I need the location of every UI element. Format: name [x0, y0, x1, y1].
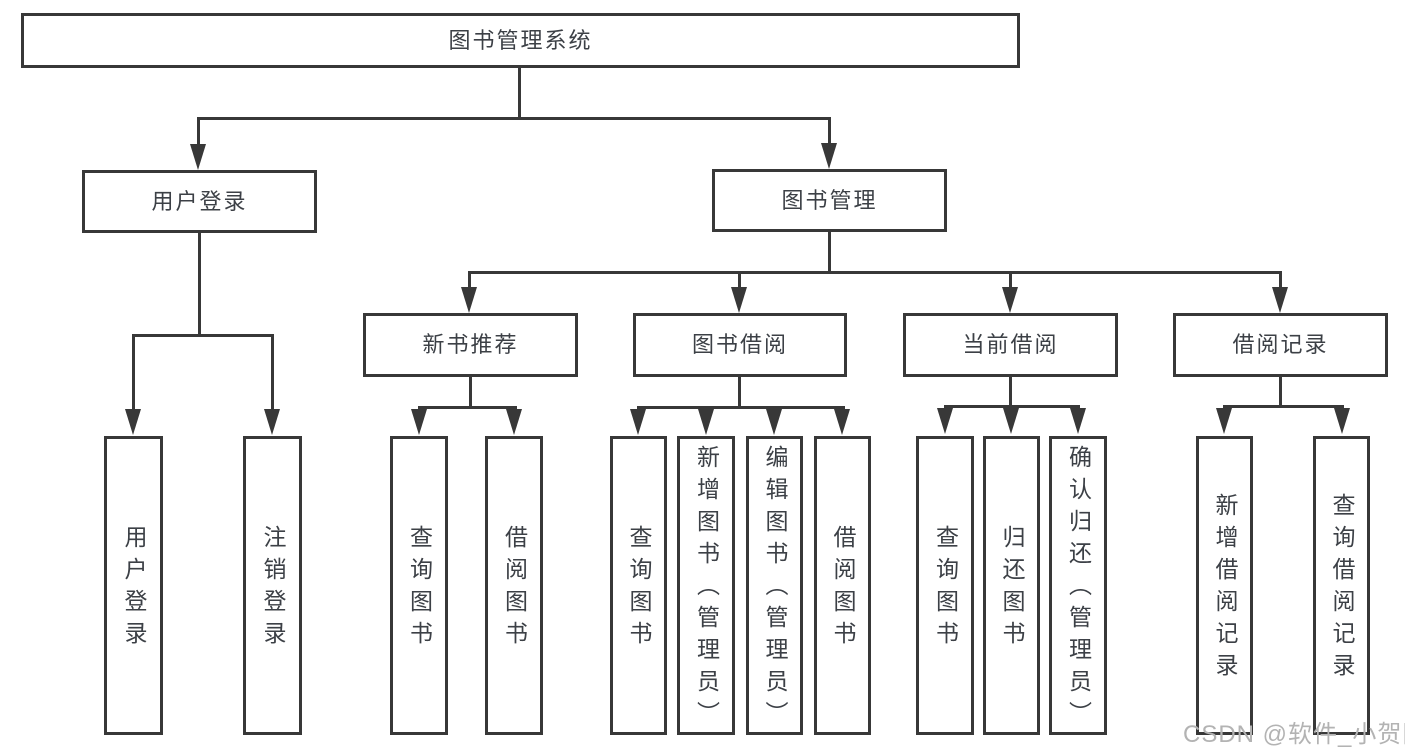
- leaf-rec-add-record-label: 新增借阅记录: [1212, 492, 1238, 685]
- leaf-bb-edit-books-admin-label: 编辑图书（管理员）: [762, 445, 788, 733]
- node-new-book-recommend: 新书推荐: [363, 313, 578, 377]
- leaf-newbook-query-books-label: 查询图书: [406, 524, 433, 653]
- connector-userlogin-bar: [132, 334, 274, 337]
- leaf-cb-return-books-label: 归还图书: [999, 524, 1025, 653]
- node-new-book-recommend-label: 新书推荐: [422, 332, 519, 357]
- arrow-down-newbook-query: [411, 409, 427, 435]
- leaf-newbook-borrow-books-label: 借阅图书: [501, 524, 528, 653]
- arrow-down-current-borrow: [1002, 287, 1018, 313]
- arrow-down-cb-query: [937, 408, 953, 434]
- leaf-bb-borrow-books-label: 借阅图书: [830, 524, 856, 653]
- leaf-rec-query-record-label: 查询借阅记录: [1329, 492, 1355, 685]
- leaf-newbook-borrow-books: 借阅图书: [485, 436, 543, 735]
- arrow-down-leaf-login: [125, 409, 141, 435]
- node-user-login: 用户登录: [82, 170, 317, 233]
- leaf-bb-query-books-label: 查询图书: [626, 524, 652, 653]
- leaf-bb-borrow-books: 借阅图书: [814, 436, 871, 735]
- leaf-bb-add-books-admin-label: 新增图书（管理员）: [693, 445, 720, 733]
- node-user-login-label: 用户登录: [151, 188, 248, 214]
- leaf-rec-query-record: 查询借阅记录: [1313, 436, 1370, 735]
- node-root: 图书管理系统: [21, 13, 1020, 68]
- arrow-down-user-login: [190, 144, 206, 170]
- node-borrow-records-label: 借阅记录: [1232, 332, 1329, 357]
- node-book-borrow: 图书借阅: [633, 313, 847, 377]
- connector-stub-user-login: [197, 117, 200, 147]
- connector-stub-leaf-login: [132, 334, 135, 410]
- arrow-down-cb-return: [1003, 408, 1019, 434]
- arrow-down-leaf-logout: [264, 409, 280, 435]
- arrow-down-newbook-borrow: [506, 409, 522, 435]
- arrow-down-new-book: [461, 287, 477, 313]
- connector-stub-book-borrow: [738, 271, 741, 289]
- connector-records-stem: [1279, 377, 1282, 408]
- leaf-rec-add-record: 新增借阅记录: [1196, 436, 1253, 735]
- arrow-down-borrow-records: [1272, 287, 1288, 313]
- arrow-down-cb-confirm: [1070, 408, 1086, 434]
- leaf-newbook-query-books: 查询图书: [390, 436, 448, 735]
- connector-bookmgmt-stem: [828, 232, 831, 274]
- node-current-borrow-label: 当前借阅: [962, 332, 1059, 357]
- connector-records-bar: [1223, 405, 1344, 408]
- leaf-bb-add-books-admin: 新增图书（管理员）: [677, 436, 735, 735]
- leaf-user-login: 用户登录: [104, 436, 163, 735]
- arrow-down-bb-add: [698, 409, 714, 435]
- node-root-label: 图书管理系统: [448, 27, 593, 53]
- connector-currentborrow-bar: [944, 405, 1080, 408]
- leaf-cb-confirm-return-admin: 确认归还（管理员）: [1049, 436, 1107, 735]
- arrow-down-book-borrow: [731, 287, 747, 313]
- connector-stub-book-mgmt: [828, 117, 831, 147]
- node-book-management: 图书管理: [712, 169, 947, 232]
- leaf-logout-label: 注销登录: [260, 524, 286, 653]
- node-book-management-label: 图书管理: [781, 187, 878, 213]
- node-book-borrow-label: 图书借阅: [691, 332, 788, 357]
- connector-stub-new-book: [468, 271, 471, 289]
- leaf-cb-query-books: 查询图书: [916, 436, 974, 735]
- connector-bookborrow-stem: [738, 377, 741, 409]
- leaf-cb-query-books-label: 查询图书: [932, 524, 959, 653]
- arrow-down-bb-query: [630, 409, 646, 435]
- arrow-down-rec-query: [1334, 408, 1350, 434]
- leaf-cb-return-books: 归还图书: [983, 436, 1040, 735]
- connector-newbook-stem: [469, 377, 472, 409]
- connector-newbook-bar: [418, 406, 517, 409]
- connector-userlogin-stem: [198, 233, 201, 337]
- connector-root-stem: [518, 68, 521, 118]
- node-borrow-records: 借阅记录: [1173, 313, 1388, 377]
- arrow-down-rec-add: [1216, 408, 1232, 434]
- leaf-bb-edit-books-admin: 编辑图书（管理员）: [746, 436, 803, 735]
- arrow-down-book-mgmt: [821, 143, 837, 169]
- connector-stub-borrow-records: [1279, 271, 1282, 289]
- node-current-borrow: 当前借阅: [903, 313, 1118, 377]
- connector-bookborrow-bar: [637, 406, 845, 409]
- csdn-watermark: CSDN @软件_小贺同学: [1183, 721, 1405, 747]
- connector-currentborrow-stem: [1009, 377, 1012, 408]
- leaf-bb-query-books: 查询图书: [610, 436, 667, 735]
- arrow-down-bb-borrow: [834, 409, 850, 435]
- connector-root-bar: [197, 117, 831, 120]
- arrow-down-bb-edit: [766, 409, 782, 435]
- connector-stub-current-borrow: [1009, 271, 1012, 289]
- leaf-cb-confirm-return-admin-label: 确认归还（管理员）: [1065, 445, 1092, 733]
- leaf-logout: 注销登录: [243, 436, 302, 735]
- leaf-user-login-label: 用户登录: [121, 524, 147, 653]
- connector-stub-leaf-logout: [271, 334, 274, 410]
- connector-bookmgmt-bar: [468, 271, 1282, 274]
